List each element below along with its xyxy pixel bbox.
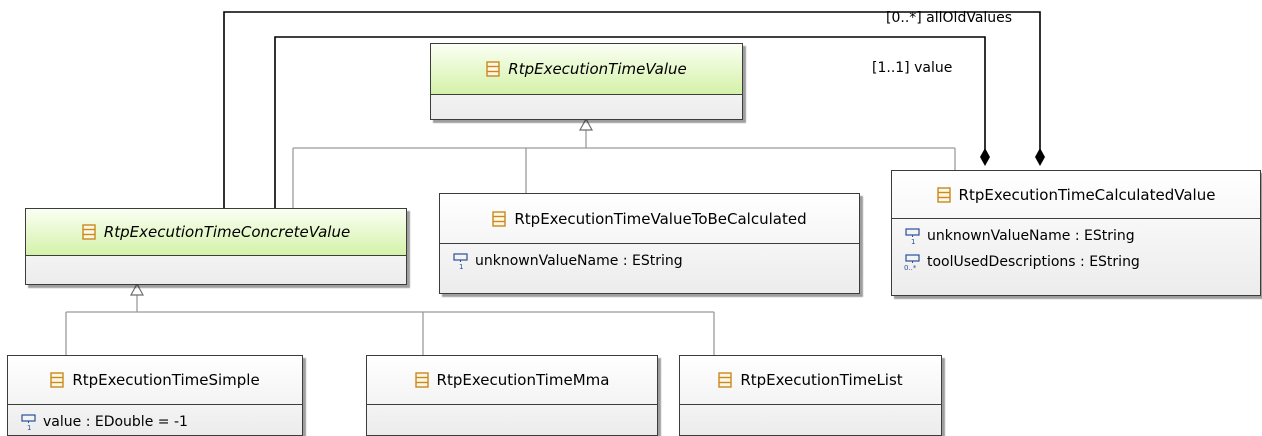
reference-label-all-old-values: [0..*] allOldValues: [886, 10, 1013, 26]
svg-text:1: 1: [911, 238, 915, 245]
class-rtp-execution-time-simple[interactable]: RtpExecutionTimeSimple 1 value : EDouble…: [7, 355, 303, 436]
class-icon: [50, 372, 65, 388]
reference-line-value: [274, 36, 986, 208]
class-name: RtpExecutionTimeCalculatedValue: [958, 185, 1216, 204]
reference-line-all-old-values: [223, 11, 1041, 208]
attribute-row[interactable]: 1 value : EDouble = -1: [8, 409, 302, 435]
class-icon: [718, 372, 733, 388]
generalization-arrowhead: [129, 282, 145, 296]
attribute-list: 1 unknownValueName : EString: [440, 244, 859, 274]
class-name: RtpExecutionTimeMma: [436, 371, 610, 389]
attribute-list: 1 value : EDouble = -1: [8, 405, 302, 435]
attribute-text: toolUsedDescriptions : EString: [927, 254, 1140, 270]
class-header: RtpExecutionTimeSimple: [8, 356, 302, 405]
class-name: RtpExecutionTimeSimple: [72, 371, 260, 389]
class-icon: [486, 61, 500, 77]
class-name: RtpExecutionTimeValue: [508, 60, 687, 78]
class-header: RtpExecutionTimeMma: [367, 356, 657, 405]
class-icon: [936, 186, 951, 203]
composition-diamond: [1035, 148, 1045, 166]
class-name: RtpExecutionTimeConcreteValue: [103, 223, 351, 241]
svg-text:0..*: 0..*: [904, 264, 917, 271]
class-header: RtpExecutionTimeCalculatedValue: [892, 171, 1260, 219]
attribute-text: unknownValueName : EString: [475, 253, 683, 269]
single-attribute-icon: 1: [453, 253, 468, 270]
class-icon: [414, 372, 429, 388]
class-header: RtpExecutionTimeValue: [431, 44, 742, 95]
multi-attribute-icon: 0..*: [904, 254, 920, 271]
class-rtp-execution-time-calculated-value[interactable]: RtpExecutionTimeCalculatedValue 1 unknow…: [891, 170, 1261, 296]
class-rtp-execution-time-value[interactable]: RtpExecutionTimeValue: [430, 43, 743, 120]
single-attribute-icon: 1: [905, 228, 920, 245]
attribute-row[interactable]: 1 unknownValueName : EString: [892, 223, 1260, 249]
class-icon: [492, 210, 507, 227]
class-name: RtpExecutionTimeValueToBeCalculated: [514, 209, 807, 228]
class-rtp-execution-time-list[interactable]: RtpExecutionTimeList: [679, 355, 942, 436]
svg-text:1: 1: [459, 263, 463, 270]
single-attribute-icon: 1: [21, 414, 36, 431]
class-icon: [82, 224, 96, 240]
class-name: RtpExecutionTimeList: [740, 371, 903, 389]
attribute-row[interactable]: 0..* toolUsedDescriptions : EString: [892, 249, 1260, 275]
svg-text:1: 1: [27, 424, 31, 431]
reference-label-value: [1..1] value: [872, 60, 953, 76]
class-header: RtpExecutionTimeList: [680, 356, 941, 405]
attribute-text: unknownValueName : EString: [927, 228, 1135, 244]
attribute-row[interactable]: 1 unknownValueName : EString: [440, 248, 859, 274]
class-header: RtpExecutionTimeConcreteValue: [26, 209, 406, 256]
class-rtp-execution-time-mma[interactable]: RtpExecutionTimeMma: [366, 355, 658, 436]
attribute-text: value : EDouble = -1: [43, 414, 188, 430]
class-header: RtpExecutionTimeValueToBeCalculated: [440, 194, 859, 244]
generalization-arrowhead: [578, 117, 594, 131]
attribute-list: 1 unknownValueName : EString 0..* toolUs…: [892, 219, 1260, 275]
composition-diamond: [980, 148, 990, 166]
class-rtp-execution-time-concrete-value[interactable]: RtpExecutionTimeConcreteValue: [25, 208, 407, 285]
class-rtp-execution-time-value-to-be-calculated[interactable]: RtpExecutionTimeValueToBeCalculated 1 un…: [439, 193, 860, 294]
